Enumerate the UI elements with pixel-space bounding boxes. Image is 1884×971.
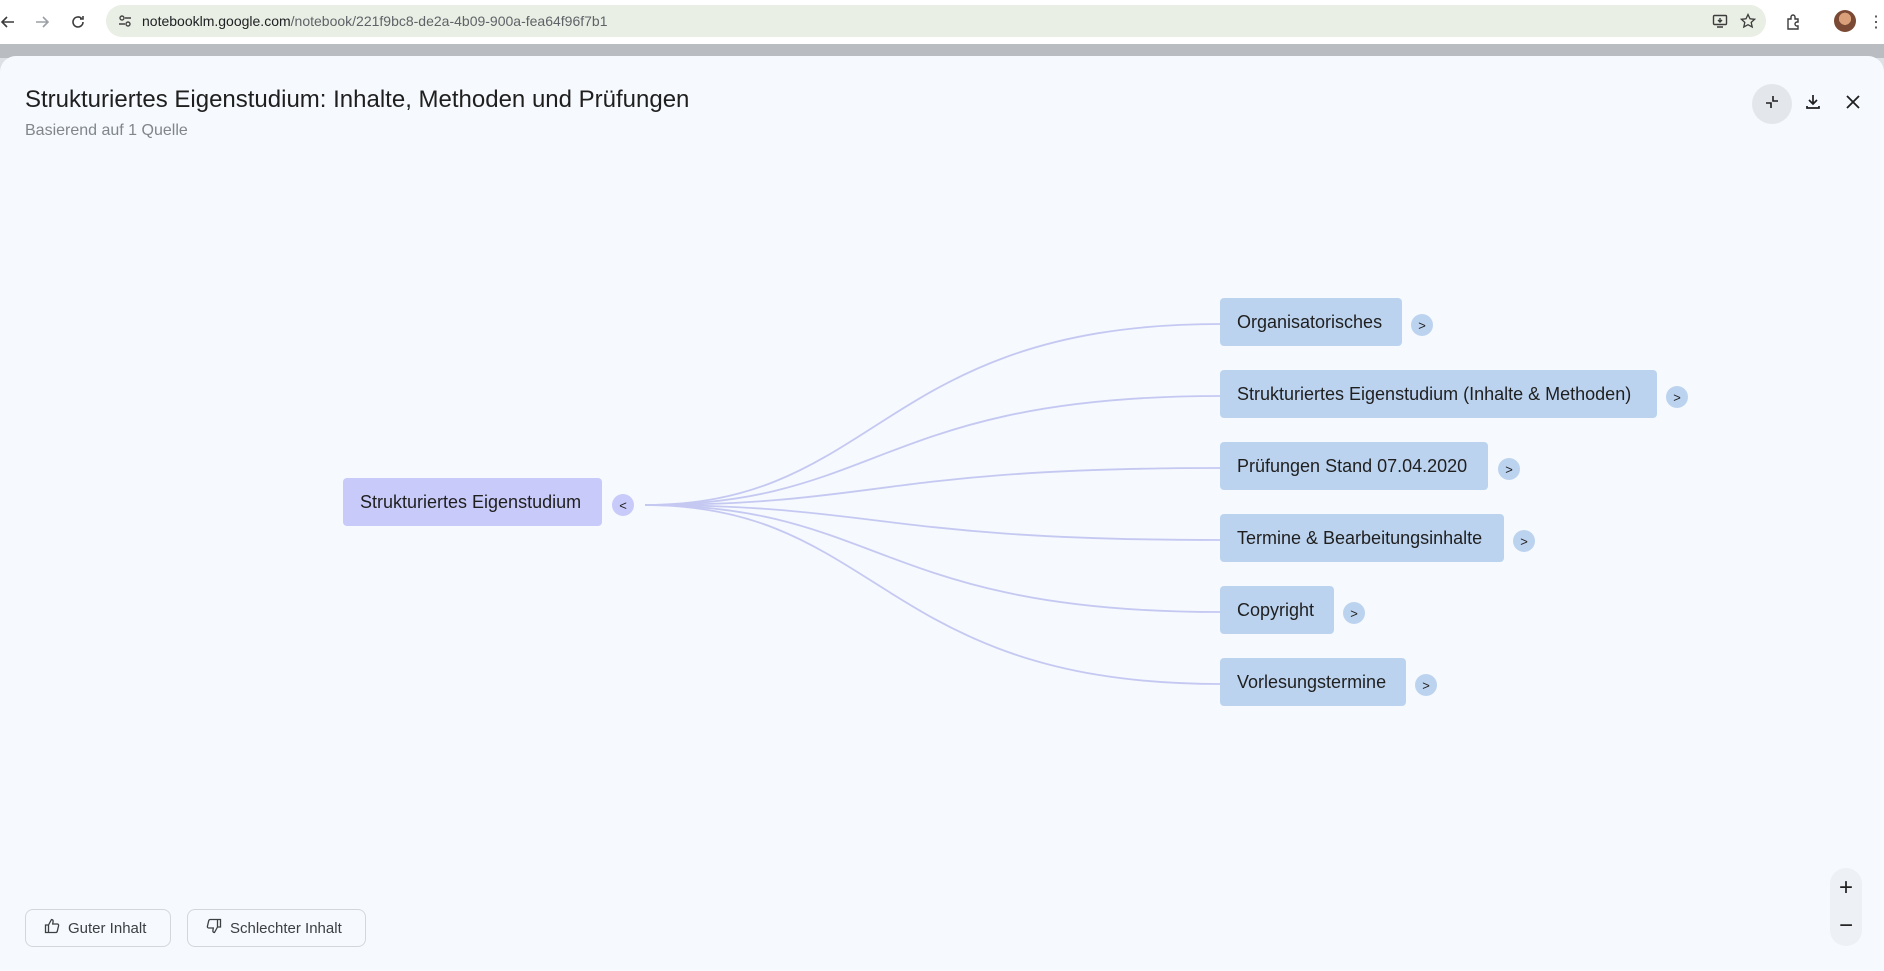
connector-organisatorisches — [644, 323, 1221, 506]
install-icon[interactable] — [1710, 11, 1730, 31]
zoom-in-icon[interactable]: + — [1838, 874, 1853, 901]
mindmap-node-vorlesungstermine[interactable]: Vorlesungstermine — [1220, 658, 1406, 706]
collapse-button[interactable] — [1752, 84, 1792, 124]
expand-toggle-vorlesungstermine[interactable]: > — [1415, 674, 1437, 696]
browser-toolbar: notebooklm.google.com/notebook/221f9bc8-… — [0, 0, 1884, 44]
url-host: notebooklm.google.com — [142, 13, 291, 29]
good-content-label: Guter Inhalt — [68, 919, 147, 937]
zoom-controls: + − — [1830, 868, 1862, 946]
expand-toggle-termine[interactable]: > — [1513, 530, 1535, 552]
forward-icon[interactable] — [28, 8, 56, 36]
mindmap-canvas[interactable]: Strukturiertes Eigenstudium < Organisato… — [0, 56, 1884, 971]
address-bar[interactable]: notebooklm.google.com/notebook/221f9bc8-… — [106, 5, 1766, 37]
expand-toggle-inhalte-methoden[interactable]: > — [1666, 386, 1688, 408]
mindmap-root-node[interactable]: Strukturiertes Eigenstudium — [343, 478, 602, 526]
page-backdrop — [0, 44, 1884, 58]
bad-content-button[interactable]: Schlechter Inhalt — [187, 909, 366, 947]
collapse-root-toggle[interactable]: < — [612, 494, 634, 516]
mindmap-node-termine[interactable]: Termine & Bearbeitungsinhalte — [1220, 514, 1504, 562]
mindmap-node-organisatorisches[interactable]: Organisatorisches — [1220, 298, 1402, 346]
profile-avatar[interactable] — [1834, 10, 1856, 32]
back-icon[interactable] — [0, 8, 22, 36]
expand-toggle-pruefungen[interactable]: > — [1498, 458, 1520, 480]
url-path: /notebook/221f9bc8-de2a-4b09-900a-fea64f… — [290, 13, 608, 29]
dialog-title: Strukturiertes Eigenstudium: Inhalte, Me… — [25, 86, 690, 113]
expand-toggle-copyright[interactable]: > — [1343, 602, 1365, 624]
mindmap-connectors — [644, 323, 1221, 685]
reload-icon[interactable] — [64, 8, 92, 36]
more-menu-icon[interactable]: ⋮ — [1868, 14, 1884, 31]
good-content-button[interactable]: Guter Inhalt — [25, 909, 171, 947]
zoom-out-icon[interactable]: − — [1838, 912, 1853, 939]
thumbs-up-icon — [44, 918, 60, 938]
star-icon[interactable] — [1738, 11, 1758, 31]
collapse-icon — [1764, 94, 1780, 115]
bad-content-label: Schlechter Inhalt — [230, 919, 342, 937]
connector-inhalte-methoden — [644, 395, 1221, 506]
download-icon — [1804, 93, 1822, 116]
thumbs-down-icon — [206, 918, 222, 938]
download-button[interactable] — [1793, 84, 1833, 124]
close-button[interactable] — [1833, 84, 1873, 124]
mindmap-dialog: Strukturiertes Eigenstudium: Inhalte, Me… — [0, 56, 1884, 971]
url-text: notebooklm.google.com/notebook/221f9bc8-… — [142, 13, 607, 29]
close-icon — [1845, 94, 1861, 115]
connector-copyright — [644, 504, 1221, 613]
connector-pruefungen — [644, 467, 1221, 506]
mindmap-node-pruefungen[interactable]: Prüfungen Stand 07.04.2020 — [1220, 442, 1488, 490]
dialog-subtitle: Basierend auf 1 Quelle — [25, 122, 188, 139]
site-settings-icon[interactable] — [116, 12, 134, 30]
expand-toggle-organisatorisches[interactable]: > — [1411, 314, 1433, 336]
connector-termine — [644, 504, 1221, 541]
mindmap-node-inhalte-methoden[interactable]: Strukturiertes Eigenstudium (Inhalte & M… — [1220, 370, 1657, 418]
extensions-icon[interactable] — [1780, 8, 1808, 36]
connector-vorlesungstermine — [644, 504, 1221, 685]
mindmap-node-copyright[interactable]: Copyright — [1220, 586, 1334, 634]
